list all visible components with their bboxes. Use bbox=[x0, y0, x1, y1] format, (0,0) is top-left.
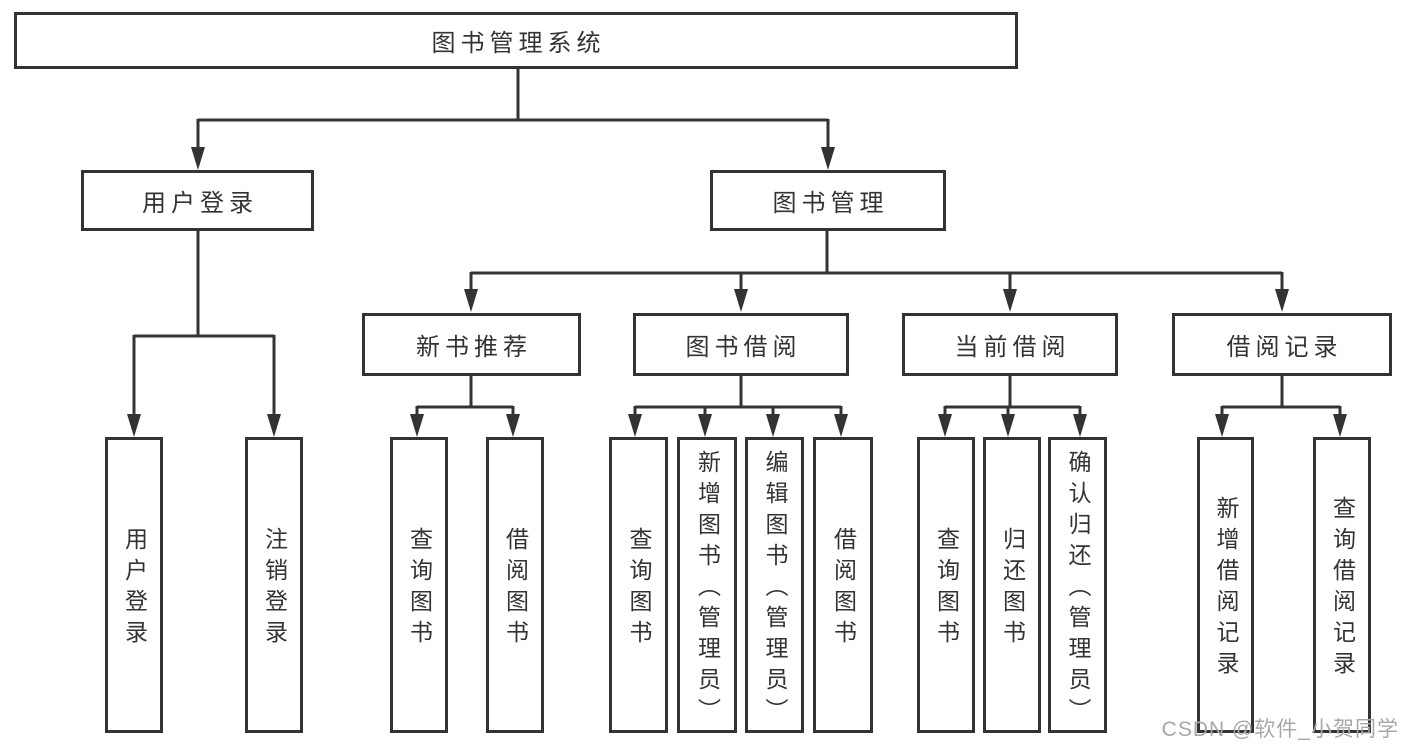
node-user-login: 用户登录 bbox=[81, 170, 314, 231]
arrowhead-icon bbox=[1003, 289, 1017, 312]
leaf-query-borrow-record: 查询借阅记录 bbox=[1313, 437, 1371, 733]
leaf-borrow-books: 借阅图书 bbox=[813, 437, 873, 733]
node-root: 图书管理系统 bbox=[14, 12, 1018, 69]
node-label: 新书推荐 bbox=[416, 334, 532, 361]
node-label: 图书借阅 bbox=[685, 334, 802, 361]
arrowhead-icon bbox=[766, 414, 780, 437]
node-root-label: 图书管理系统 bbox=[431, 30, 606, 57]
leaf-recommend-query-books: 查询图书 bbox=[390, 437, 448, 733]
arrowhead-icon bbox=[191, 147, 205, 170]
arrowhead-icon bbox=[1001, 414, 1015, 437]
arrowhead-icon bbox=[834, 414, 848, 437]
leaf-label: 借阅图书 bbox=[502, 527, 529, 651]
arrowhead-icon bbox=[1275, 289, 1289, 312]
node-book-borrow: 图书借阅 bbox=[633, 313, 849, 376]
connector-current-borrow bbox=[943, 376, 1082, 417]
arrowhead-icon bbox=[410, 414, 424, 437]
arrowhead-icon bbox=[734, 289, 748, 312]
node-current-borrow: 当前借阅 bbox=[902, 313, 1118, 376]
arrowhead-icon bbox=[127, 414, 141, 437]
arrowhead-icon bbox=[267, 414, 281, 437]
leaf-recommend-borrow-books: 借阅图书 bbox=[486, 437, 544, 733]
leaf-add-borrow-record: 新增借阅记录 bbox=[1197, 437, 1254, 733]
arrowhead-icon bbox=[698, 414, 712, 437]
node-label: 当前借阅 bbox=[954, 334, 1071, 361]
leaf-current-query-books: 查询图书 bbox=[917, 437, 975, 733]
leaf-user-login: 用户登录 bbox=[105, 437, 163, 733]
leaf-label: 用户登录 bbox=[121, 527, 148, 651]
leaf-label: 注销登录 bbox=[261, 527, 288, 651]
connector-book-management bbox=[469, 231, 1284, 291]
leaf-logout: 注销登录 bbox=[245, 437, 303, 733]
arrowhead-icon bbox=[1215, 414, 1229, 437]
node-label: 图书管理 bbox=[772, 190, 889, 217]
node-label: 用户登录 bbox=[142, 190, 258, 217]
watermark-text: CSDN @软件_小贺同学 bbox=[1161, 718, 1399, 741]
arrowhead-icon bbox=[821, 147, 835, 170]
leaf-label: 查询图书 bbox=[933, 527, 960, 651]
leaf-label: 查询借阅记录 bbox=[1329, 496, 1356, 682]
leaf-label: 归还图书 bbox=[999, 527, 1026, 651]
arrowhead-icon bbox=[1073, 414, 1087, 437]
leaf-confirm-return-admin: 确认归还（管理员） bbox=[1048, 437, 1107, 733]
leaf-add-books-admin: 新增图书（管理员） bbox=[677, 437, 737, 733]
leaf-edit-books-admin: 编辑图书（管理员） bbox=[745, 437, 804, 733]
connector-new-book-recommend bbox=[415, 376, 515, 417]
connector-user-login bbox=[132, 231, 276, 417]
leaf-label: 查询图书 bbox=[406, 527, 433, 651]
arrowhead-icon bbox=[628, 414, 642, 437]
connector-root bbox=[196, 69, 830, 150]
node-borrow-records: 借阅记录 bbox=[1172, 313, 1392, 376]
arrowhead-icon bbox=[506, 414, 520, 437]
arrowhead-icon bbox=[938, 414, 952, 437]
connector-borrow-records bbox=[1220, 376, 1342, 417]
node-label: 借阅记录 bbox=[1226, 334, 1343, 361]
leaf-return-books: 归还图书 bbox=[983, 437, 1041, 733]
leaf-label: 查询图书 bbox=[626, 527, 652, 651]
leaf-label: 借阅图书 bbox=[830, 527, 857, 651]
leaf-label: 确认归还（管理员） bbox=[1065, 449, 1091, 729]
leaf-label: 新增借阅记录 bbox=[1213, 496, 1239, 682]
leaf-label: 编辑图书（管理员） bbox=[762, 449, 788, 729]
node-book-management: 图书管理 bbox=[710, 170, 946, 231]
leaf-borrow-query-books: 查询图书 bbox=[609, 437, 668, 733]
arrowhead-icon bbox=[1333, 414, 1347, 437]
leaf-label: 新增图书（管理员） bbox=[694, 449, 721, 729]
connector-book-borrow bbox=[633, 376, 843, 417]
arrowhead-icon bbox=[464, 289, 478, 312]
node-new-book-recommend: 新书推荐 bbox=[362, 313, 581, 376]
